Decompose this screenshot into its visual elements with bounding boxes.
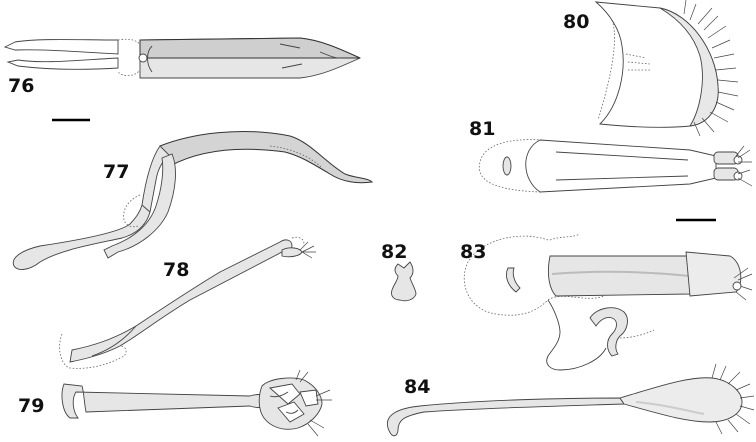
fig78-drawing [59,236,316,369]
fig80-label: 80 [563,11,589,33]
fig84-drawing [386,363,755,437]
fig80-drawing [594,0,739,137]
fig79-drawing [61,369,332,437]
fig76-label: 76 [8,75,34,97]
fig83-drawing [463,233,753,371]
fig84-label: 84 [404,376,430,398]
fig76-drawing [3,37,362,79]
fig77-drawing [12,130,374,270]
fig78-label: 78 [163,259,189,281]
fig81-drawing [478,139,753,193]
fig77-label: 77 [103,161,129,183]
fig82-label: 82 [381,241,407,263]
fig83-label: 83 [460,241,486,263]
fig81-label: 81 [469,118,495,140]
fig82-drawing [391,261,417,302]
fig79-label: 79 [18,395,44,417]
